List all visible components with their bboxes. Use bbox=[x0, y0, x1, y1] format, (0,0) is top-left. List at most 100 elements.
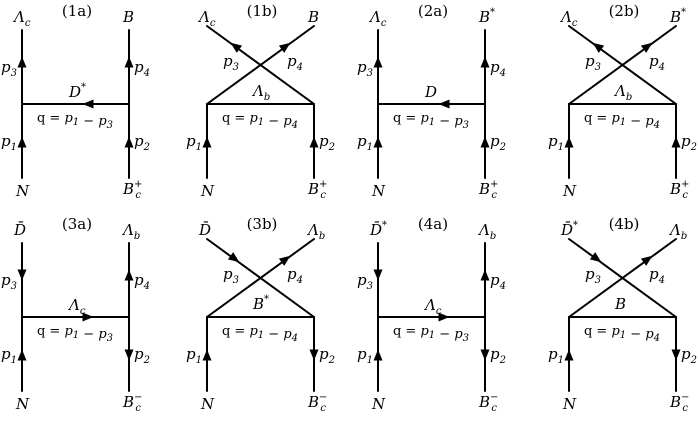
label-momentum: q = p1 − p3 bbox=[393, 111, 469, 131]
arrow-exchange bbox=[82, 312, 94, 322]
label-p-top-left: p3 bbox=[357, 271, 373, 292]
arrow-bottom-right bbox=[124, 136, 134, 148]
arrow-top-right bbox=[278, 255, 291, 266]
label-top-left: D̄ bbox=[13, 221, 26, 239]
arrow-bottom-right bbox=[671, 349, 681, 361]
label-p-top-right: p4 bbox=[134, 58, 150, 79]
arrow-bottom-left bbox=[202, 349, 212, 361]
label-top-left: D̄ bbox=[198, 221, 211, 239]
label-top-right: B* bbox=[478, 7, 495, 26]
arrow-top-left bbox=[373, 269, 383, 281]
diagram-caption: (4b) bbox=[609, 215, 640, 233]
line-cross-b bbox=[206, 238, 315, 318]
label-top-left: Λc bbox=[12, 8, 31, 29]
diagram-caption: (2a) bbox=[418, 2, 448, 20]
label-exchange: Λb bbox=[251, 82, 270, 103]
diagram-caption: (1a) bbox=[62, 2, 92, 20]
label-p-top-left: p3 bbox=[585, 52, 601, 73]
label-top-right: Λb bbox=[121, 221, 140, 242]
label-p-top-left: p3 bbox=[357, 58, 373, 79]
arrow-bottom-right bbox=[480, 349, 490, 361]
arrow-top-right bbox=[480, 56, 490, 68]
arrow-top-left bbox=[592, 42, 605, 53]
label-p-bottom-left: p1 bbox=[548, 345, 564, 366]
arrow-top-left bbox=[230, 42, 243, 53]
label-exchange: Λc bbox=[423, 296, 442, 317]
arrow-bottom-left bbox=[17, 349, 27, 361]
arrow-exchange bbox=[438, 312, 450, 322]
arrow-bottom-right bbox=[671, 136, 681, 148]
label-bottom-right: B−c bbox=[307, 392, 327, 414]
label-p-bottom-left: p1 bbox=[548, 132, 564, 153]
arrow-bottom-left bbox=[202, 136, 212, 148]
arrow-top-left bbox=[17, 56, 27, 68]
label-p-bottom-right: p2 bbox=[134, 132, 150, 153]
label-bottom-left: N bbox=[200, 182, 215, 200]
label-top-left: Λc bbox=[559, 8, 578, 29]
label-bottom-right: B+c bbox=[478, 179, 498, 201]
label-top-left: D̄* bbox=[560, 220, 578, 239]
label-bottom-right: B+c bbox=[307, 179, 327, 201]
diagram-caption: (1b) bbox=[247, 2, 278, 20]
label-p-bottom-left: p1 bbox=[357, 132, 373, 153]
label-top-right: B* bbox=[669, 7, 686, 26]
label-top-left: D̄* bbox=[369, 220, 387, 239]
label-p-bottom-right: p2 bbox=[681, 345, 697, 366]
label-top-left: Λc bbox=[197, 8, 216, 29]
label-exchange: D bbox=[424, 83, 437, 101]
label-exchange: D* bbox=[68, 82, 86, 101]
label-momentum: q = p1 − p3 bbox=[393, 324, 469, 344]
arrow-bottom-left bbox=[17, 136, 27, 148]
label-bottom-left: N bbox=[371, 182, 386, 200]
arrow-top-right bbox=[278, 42, 291, 53]
label-p-bottom-left: p1 bbox=[186, 132, 202, 153]
label-p-bottom-left: p1 bbox=[186, 345, 202, 366]
arrow-top-right bbox=[480, 269, 490, 281]
label-exchange: Λb bbox=[613, 82, 632, 103]
label-bottom-right: B−c bbox=[478, 392, 498, 414]
arrow-top-left bbox=[373, 56, 383, 68]
label-top-left: Λc bbox=[368, 8, 387, 29]
label-p-top-left: p3 bbox=[1, 271, 17, 292]
arrow-exchange bbox=[82, 99, 94, 109]
label-p-bottom-left: p1 bbox=[1, 345, 17, 366]
label-p-bottom-left: p1 bbox=[1, 132, 17, 153]
label-exchange: Λc bbox=[67, 296, 86, 317]
line-cross-b bbox=[568, 25, 677, 105]
label-bottom-left: N bbox=[562, 182, 577, 200]
label-p-top-left: p3 bbox=[1, 58, 17, 79]
label-p-top-left: p3 bbox=[223, 265, 239, 286]
label-top-right: Λb bbox=[668, 221, 687, 242]
arrow-exchange bbox=[438, 99, 450, 109]
label-p-bottom-right: p2 bbox=[681, 132, 697, 153]
arrow-bottom-right bbox=[309, 349, 319, 361]
arrow-top-right bbox=[124, 269, 134, 281]
label-bottom-left: N bbox=[562, 395, 577, 413]
label-bottom-right: B−c bbox=[122, 392, 142, 414]
label-momentum: q = p1 − p4 bbox=[584, 324, 660, 344]
label-p-bottom-right: p2 bbox=[134, 345, 150, 366]
label-bottom-right: B+c bbox=[122, 179, 142, 201]
diagram-caption: (3b) bbox=[247, 215, 278, 233]
label-top-right: B bbox=[122, 8, 134, 26]
label-momentum: q = p1 − p3 bbox=[37, 111, 113, 131]
line-cross-b bbox=[206, 25, 315, 105]
line-cross-b bbox=[568, 238, 677, 318]
label-bottom-left: N bbox=[200, 395, 215, 413]
label-p-top-right: p4 bbox=[287, 52, 303, 73]
label-p-top-left: p3 bbox=[223, 52, 239, 73]
label-bottom-right: B−c bbox=[669, 392, 689, 414]
label-p-top-right: p4 bbox=[649, 52, 665, 73]
label-p-top-left: p3 bbox=[585, 265, 601, 286]
label-p-top-right: p4 bbox=[490, 58, 506, 79]
label-p-bottom-right: p2 bbox=[490, 132, 506, 153]
arrow-top-right bbox=[640, 255, 653, 266]
label-top-right: Λb bbox=[477, 221, 496, 242]
arrow-bottom-right bbox=[309, 136, 319, 148]
label-p-bottom-left: p1 bbox=[357, 345, 373, 366]
